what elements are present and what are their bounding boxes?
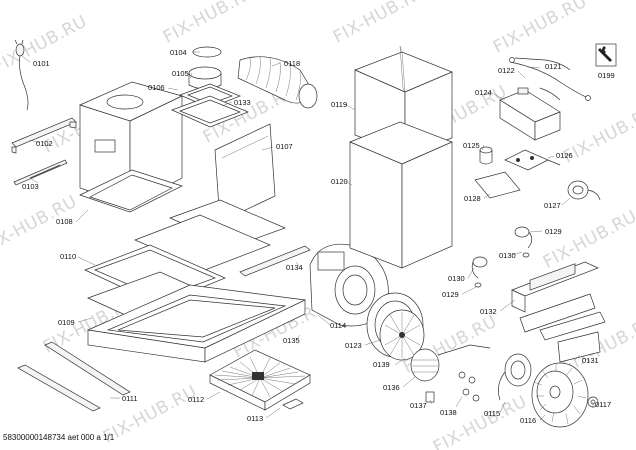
blower-motor-part: [498, 353, 532, 401]
part-label-0128: 0128: [464, 194, 481, 203]
part-label-0121: 0121: [545, 62, 562, 71]
strip-part: [239, 245, 311, 277]
switch-module-part: [504, 149, 561, 171]
part-label-0108: 0108: [56, 217, 73, 226]
part-label-0138: 0138: [440, 408, 457, 417]
part-label-0101: 0101: [33, 59, 50, 68]
drawing-reference: 58300000148734 aet 000 a 1/1: [3, 433, 115, 442]
housing-frame-part: [79, 81, 183, 213]
part-label-0137: 0137: [410, 401, 427, 410]
part-label-0199: 0199: [598, 71, 615, 80]
control-box-part: [499, 87, 561, 141]
bracket-part: [11, 117, 77, 154]
part-label-0116: 0116: [520, 416, 537, 425]
part-label-0133: 0133: [234, 98, 251, 107]
part-label-0126: 0126: [556, 151, 573, 160]
side-bar-part: [17, 341, 131, 412]
part-label-0135: 0135: [283, 336, 300, 345]
part-label-0106: 0106: [148, 83, 165, 92]
power-cable-part: [14, 39, 29, 111]
part-label-0130-left: 0130: [448, 274, 465, 283]
grease-filter-part: [209, 349, 311, 411]
part-label-0103: 0103: [22, 182, 39, 191]
tools-icon: [595, 43, 617, 67]
part-label-0110: 0110: [60, 252, 77, 261]
clip-part: [425, 391, 435, 403]
part-label-0105: 0105: [172, 69, 189, 78]
part-label-0104: 0104: [170, 48, 187, 57]
cover-plate-part: [474, 171, 521, 199]
flex-duct-part: [237, 56, 318, 109]
frame-tray-part: [86, 284, 307, 363]
part-label-0120: 0120: [331, 177, 348, 186]
trim-panel-part: [557, 331, 601, 363]
leader-lines: [21, 51, 594, 421]
light-panel-part: [511, 261, 606, 341]
part-label-0118: 0118: [284, 59, 301, 68]
part-label-0130-right: 0130: [499, 251, 516, 260]
lamp-socket-part: [471, 256, 488, 288]
part-label-0122: 0122: [498, 66, 515, 75]
part-label-0113: 0113: [247, 414, 264, 423]
side-panel-part: [214, 123, 276, 223]
part-label-0125: 0125: [463, 141, 480, 150]
part-label-0127: 0127: [544, 201, 561, 210]
part-label-0129-upper: 0129: [545, 227, 562, 236]
part-label-0115: 0115: [484, 409, 501, 418]
lamp-socket-part: [514, 226, 533, 258]
transformer-part: [567, 180, 601, 201]
squirrel-cage-part: [531, 362, 589, 428]
part-label-0134: 0134: [286, 263, 303, 272]
chimney-lower-part: [349, 121, 453, 269]
part-label-0112: 0112: [188, 395, 205, 404]
fastener-set-part: [458, 371, 480, 402]
part-label-0132: 0132: [480, 307, 497, 316]
bracket-part: [13, 159, 68, 186]
part-label-0131: 0131: [582, 356, 599, 365]
fan-wheel-part: [366, 292, 425, 361]
capacitor-part: [479, 146, 493, 165]
part-label-0102: 0102: [36, 139, 53, 148]
part-label-0107: 0107: [276, 142, 293, 151]
part-label-0117: 0117: [595, 400, 612, 409]
part-label-0129-lower: 0129: [442, 290, 459, 299]
part-label-0111: 0111: [122, 394, 138, 403]
part-label-0136: 0136: [383, 383, 400, 392]
part-label-0139: 0139: [373, 360, 390, 369]
wiring-harness-part: [509, 57, 591, 101]
handle-part: [282, 398, 304, 410]
part-label-0124: 0124: [475, 88, 492, 97]
blower-housing-part: [309, 243, 389, 327]
part-label-0109: 0109: [58, 318, 75, 327]
part-label-0119: 0119: [331, 100, 348, 109]
part-label-0123: 0123: [345, 341, 362, 350]
motor-part: [410, 344, 491, 382]
filter-plate-part: [171, 95, 249, 128]
part-label-0114: 0114: [330, 321, 347, 330]
